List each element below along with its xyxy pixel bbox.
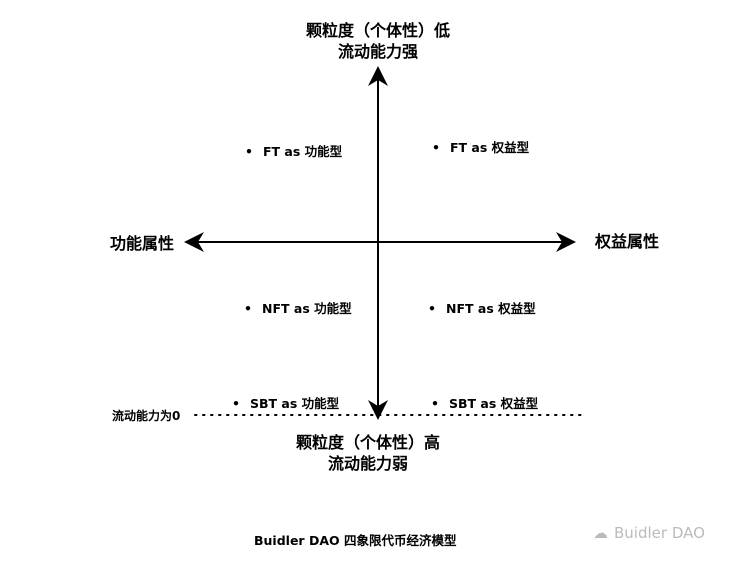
right-axis-label: 权益属性 <box>595 232 660 251</box>
quadrant-item-nft-equity: NFT as 权益型 <box>428 298 536 317</box>
quadrant-item-sbt-equity: SBT as 权益型 <box>431 393 538 412</box>
diagram-caption: Buidler DAO 四象限代币经济模型 <box>254 533 457 548</box>
watermark-text: Buidler DAO <box>614 524 705 542</box>
wechat-icon: ☁ <box>593 524 608 542</box>
quadrant-item-ft-functional: FT as 功能型 <box>245 141 342 160</box>
watermark: ☁ Buidler DAO <box>593 524 705 542</box>
left-axis-label: 功能属性 <box>110 234 175 253</box>
quadrant-item-sbt-functional: SBT as 功能型 <box>232 393 339 412</box>
top-axis-label: 颗粒度（个体性）低 流动能力强 <box>278 20 478 62</box>
top-label-line2: 流动能力强 <box>337 42 418 61</box>
bottom-label-line2: 流动能力弱 <box>327 454 408 473</box>
quadrant-item-ft-equity: FT as 权益型 <box>432 137 529 156</box>
bottom-axis-label: 颗粒度（个体性）高 流动能力弱 <box>268 432 468 474</box>
top-label-line1: 颗粒度（个体性）低 <box>305 21 450 40</box>
quadrant-item-nft-functional: NFT as 功能型 <box>244 298 352 317</box>
bottom-label-line1: 颗粒度（个体性）高 <box>295 433 440 452</box>
zero-line-label: 流动能力为0 <box>112 409 181 423</box>
